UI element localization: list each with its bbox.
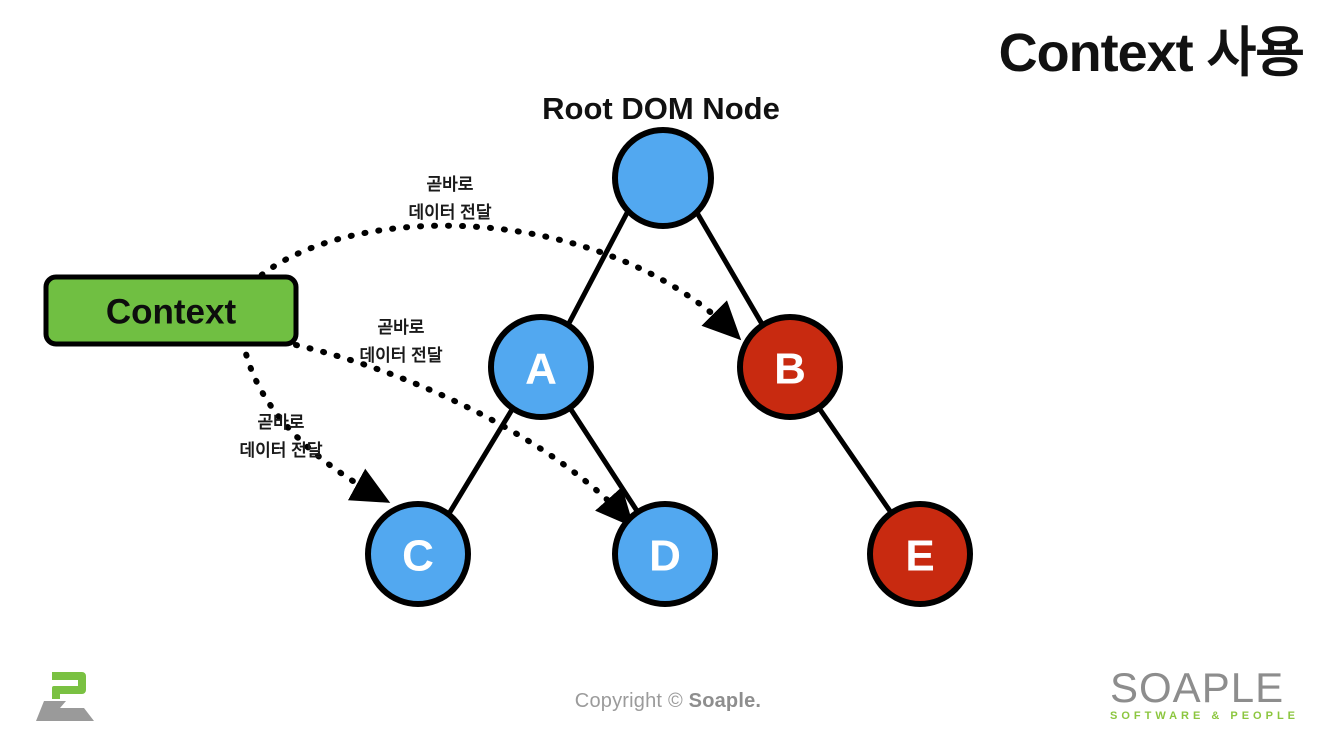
node-e-label: E <box>905 532 934 581</box>
flow-label-to-d-line1: 곧바로 <box>378 318 425 337</box>
node-a-circle[interactable] <box>488 314 594 420</box>
context-flow-arrows <box>240 222 742 528</box>
node-a-label: A <box>525 345 557 394</box>
tree-node-e[interactable]: E <box>867 501 973 607</box>
context-box[interactable]: Context <box>43 274 299 347</box>
context-flow-to-c <box>240 338 391 503</box>
flow-label-to-b-line2: 데이터 전달 <box>409 202 492 222</box>
page-title: Context 사용 <box>998 23 1305 83</box>
root-dom-node-caption: Root DOM Node <box>542 91 780 126</box>
node-d-label: D <box>649 532 681 581</box>
flow-label-to-d-line2: 데이터 전달 <box>360 345 443 365</box>
node-b-circle[interactable] <box>737 314 843 420</box>
node-root-circle[interactable] <box>612 127 714 229</box>
context-flow-to-d <box>293 342 634 528</box>
footer-copyright-prefix: Copyright © <box>574 690 689 712</box>
soaple-logo-icon-lower <box>36 701 94 721</box>
soaple-logo-icon <box>36 672 94 721</box>
flow-label-to-c: 곧바로 데이터 전달 <box>240 413 323 460</box>
footer-copyright: Copyright © Soaple. <box>0 690 1336 713</box>
soaple-brand-lockup: SOAPLE SOFTWARE & PEOPLE <box>1110 664 1310 723</box>
flow-label-to-c-line2: 데이터 전달 <box>240 440 323 460</box>
flow-label-to-d: 곧바로 데이터 전달 <box>360 318 443 365</box>
edge-root-b <box>693 208 765 327</box>
flow-label-to-c-line1: 곧바로 <box>258 413 305 432</box>
tree-node-d[interactable]: D <box>612 501 718 607</box>
tree-node-b[interactable]: B <box>737 314 843 420</box>
tree-node-c[interactable]: C <box>365 501 471 607</box>
node-e-circle[interactable] <box>867 501 973 607</box>
node-d-circle[interactable] <box>612 501 718 607</box>
edge-root-a <box>564 208 631 330</box>
soaple-wordmark: SOAPLE <box>1110 664 1285 711</box>
tree-node-a[interactable]: A <box>488 314 594 420</box>
node-c-circle[interactable] <box>365 501 471 607</box>
node-b-label: B <box>774 345 806 394</box>
soaple-logo-icon-upper <box>52 672 86 699</box>
context-flow-to-b <box>248 222 742 341</box>
flow-label-to-b-line1: 곧바로 <box>427 175 474 194</box>
tree-node-root[interactable] <box>612 127 714 229</box>
context-box-label: Context <box>106 293 237 332</box>
context-box-shape[interactable] <box>43 274 299 347</box>
edge-b-e <box>816 405 895 517</box>
node-c-label: C <box>402 532 434 581</box>
flow-label-to-b: 곧바로 데이터 전달 <box>409 175 492 222</box>
footer-copyright-brand: Soaple. <box>688 690 762 712</box>
soaple-tagline: SOFTWARE & PEOPLE <box>1110 709 1300 722</box>
